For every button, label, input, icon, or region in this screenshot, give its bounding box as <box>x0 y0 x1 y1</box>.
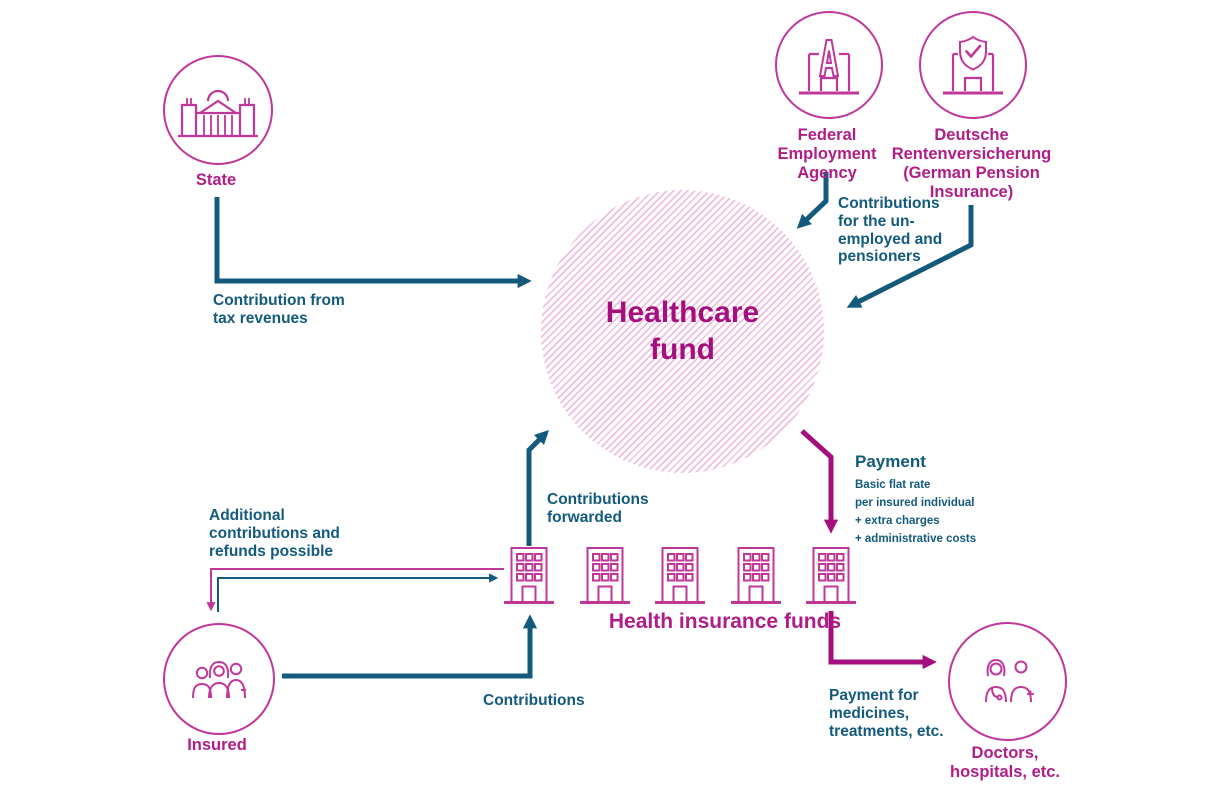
arrow-payment <box>800 429 839 534</box>
payment-detail-3: + extra charges <box>855 515 940 528</box>
unemployed-pensioners-label: Contributions for the un-employed and pe… <box>838 195 943 266</box>
state-building-icon <box>178 89 258 138</box>
health-insurance-building-1 <box>503 545 555 605</box>
health-insurance-building-2 <box>579 545 631 605</box>
additional-refunds-label: Additional contributions and refunds pos… <box>209 507 340 560</box>
insured-label: Insured <box>187 736 247 754</box>
state-label: State <box>195 171 237 189</box>
arrow-contributions-forwarded <box>526 429 550 546</box>
payment-detail-1: Basic flat rate <box>855 479 931 492</box>
letter-a-building-icon <box>799 39 859 95</box>
pension-insurance-node <box>919 11 1027 119</box>
doctors-label: Doctors, hospitals, etc. <box>949 744 1061 781</box>
arrow-tax-contribution <box>214 197 532 289</box>
health-insurance-funds-label: Health insurance funds <box>608 610 842 633</box>
payment-detail-4: + administrative costs <box>855 532 977 545</box>
tax-contribution-label: Contribution from tax revenues <box>213 292 345 327</box>
payment-label-block: Payment Basic flat rate per insured indi… <box>855 452 995 549</box>
federal-employment-agency-node <box>775 11 883 119</box>
building-icon <box>504 547 554 604</box>
doctors-icon <box>984 658 1034 702</box>
payment-detail-2: per insured individual <box>855 497 975 510</box>
payment-title: Payment <box>855 452 926 471</box>
building-icon <box>806 547 856 604</box>
healthcare-fund-node: Healthcare fund <box>541 190 824 473</box>
arrow-member-contributions <box>282 614 538 679</box>
shield-check-building-icon <box>943 35 1003 95</box>
insured-node <box>163 623 275 735</box>
health-insurance-building-5 <box>805 545 857 605</box>
contributions-forwarded-label: Contributions forwarded <box>547 491 649 526</box>
doctors-node <box>948 622 1067 741</box>
people-icon <box>192 660 246 699</box>
building-icon <box>580 547 630 604</box>
member-contributions-label: Contributions <box>483 692 585 709</box>
state-node <box>163 55 273 165</box>
healthcare-fund-title: Healthcare fund <box>605 295 760 366</box>
arrow-refunds <box>206 568 504 612</box>
health-insurance-building-4 <box>730 545 782 605</box>
building-icon <box>655 547 705 604</box>
arrow-unemployed-contribution <box>796 172 829 229</box>
federal-employment-agency-label: Federal Employment Agency <box>777 126 877 182</box>
arrow-payment-medicines <box>828 611 937 670</box>
health-insurance-building-3 <box>654 545 706 605</box>
arrow-pensioners-contribution <box>846 205 974 308</box>
medicines-payment-label: Payment for medicines, treatments, etc. <box>829 687 944 740</box>
pension-insurance-label: Deutsche Rentenversicherung (German Pens… <box>891 126 1052 201</box>
arrow-additional-contributions <box>217 573 499 612</box>
building-icon <box>731 547 781 604</box>
